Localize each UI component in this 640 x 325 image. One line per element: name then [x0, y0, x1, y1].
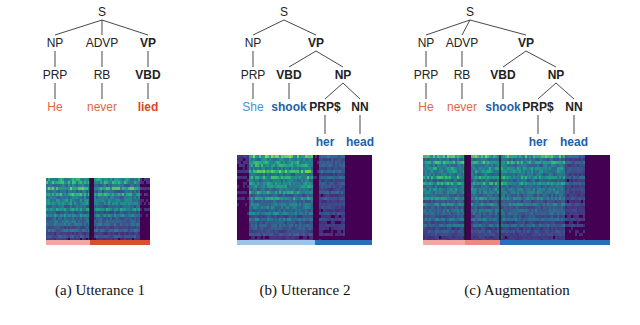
figure-stage: SNPADVPVPPRPRBVBDHeneverliedSNPVPPRPVBDN… [0, 0, 640, 325]
